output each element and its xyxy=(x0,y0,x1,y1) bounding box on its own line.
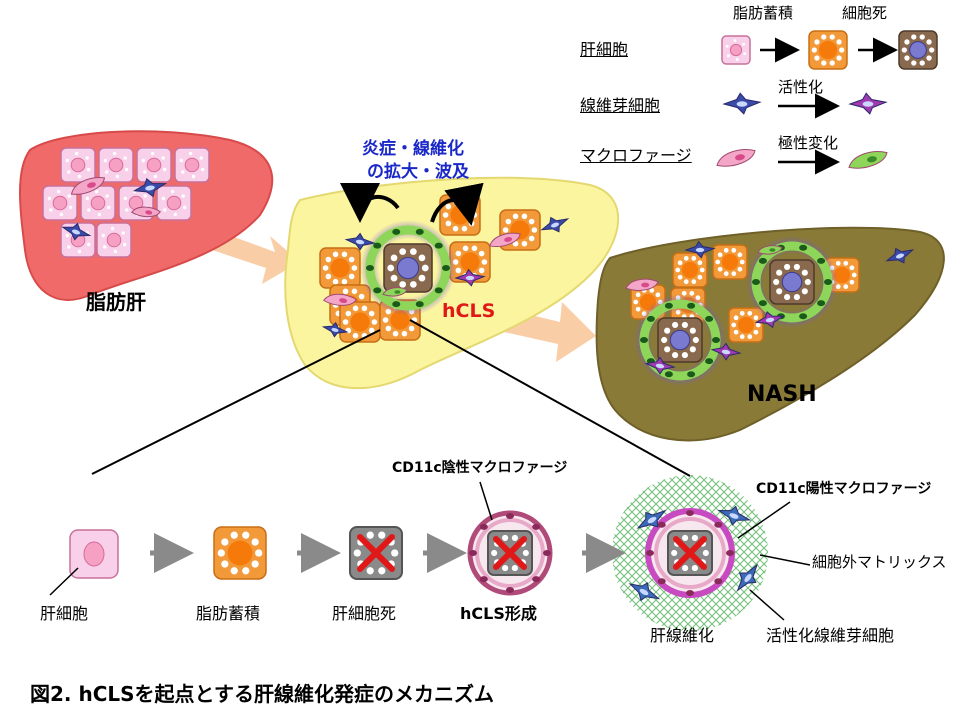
macrophage xyxy=(625,278,659,291)
dead-hepatocyte xyxy=(383,243,433,293)
fibroblast xyxy=(321,321,349,338)
fibroblast xyxy=(61,222,92,241)
cd11c-negative-label: CD11c陰性マクロファージ xyxy=(392,460,568,476)
fatty-hepatocyte xyxy=(213,526,267,580)
fatty-liver-hepatocytes xyxy=(42,147,210,258)
pointer-cd11c-neg xyxy=(479,481,493,521)
hepatocyte xyxy=(136,147,172,183)
dead-hepatocyte xyxy=(769,259,815,305)
macrophage xyxy=(848,151,888,169)
pointer-hepatocyte xyxy=(49,567,79,596)
step-death-label: 肝細胞死 xyxy=(332,604,397,623)
nash-label: NASH xyxy=(747,382,817,407)
zoom-line-left xyxy=(91,329,381,475)
macrophage xyxy=(322,293,357,306)
fatty-hepatocyte xyxy=(712,244,748,280)
progression-arrow-1 xyxy=(206,230,300,284)
hepatocyte xyxy=(721,35,751,65)
fibroblast xyxy=(722,92,762,115)
inflammation-label-1: 炎症・線維化 xyxy=(362,139,464,159)
nash-cells xyxy=(625,236,915,386)
hcls-label: hCLS xyxy=(442,300,496,322)
fatty-hepatocyte xyxy=(728,307,764,343)
hepatocyte xyxy=(42,185,78,221)
fatty-hepatocyte xyxy=(672,252,708,288)
pointer-ecm xyxy=(759,554,811,566)
mechanism-sequence xyxy=(69,475,768,631)
fatty-hepatocyte xyxy=(339,301,381,343)
macrophage xyxy=(716,149,756,167)
fatty-hepatocyte xyxy=(808,30,848,70)
macrophage xyxy=(757,245,783,255)
macrophage xyxy=(382,287,408,297)
fibroblast xyxy=(636,509,667,529)
legend-cell-death: 細胞死 xyxy=(842,4,888,22)
cd11c-positive-label: CD11c陽性マクロファージ xyxy=(756,481,932,497)
macrophage xyxy=(70,177,106,195)
legend-activation: 活性化 xyxy=(778,78,824,96)
hepatocyte xyxy=(60,147,96,183)
legend-macrophage: マクロファージ xyxy=(580,146,692,165)
step-fibrosis-label: 肝線維化 xyxy=(650,626,715,645)
pointer-cd11c-pos xyxy=(737,501,791,539)
fibroblast xyxy=(736,563,759,592)
legend-hepatocyte: 肝細胞 xyxy=(580,40,629,59)
dead-hepatocyte xyxy=(898,30,938,70)
fibroblast xyxy=(754,311,786,329)
step-fibrosis-cell xyxy=(612,475,768,631)
fibroblast xyxy=(454,268,486,287)
dead-hepatocyte xyxy=(657,317,703,363)
fibroblast xyxy=(344,232,376,251)
macrophage xyxy=(130,206,161,218)
spread-arrow-right xyxy=(430,182,484,226)
hepatocyte xyxy=(174,147,210,183)
fibroblast xyxy=(628,582,661,602)
step-hepatocyte-cell xyxy=(69,529,119,579)
step-hepatocyte-label: 肝細胞 xyxy=(40,604,89,623)
figure-caption: 図2. hCLSを起点とする肝線維化発症のメカニズム xyxy=(30,682,494,706)
legend-fibroblast: 線維芽細胞 xyxy=(580,96,661,115)
fatty-liver-label: 脂肪肝 xyxy=(86,290,146,314)
step-hcls-cell xyxy=(467,510,553,596)
fibroblast xyxy=(644,356,676,375)
fibroblast xyxy=(848,92,888,115)
fibroblast xyxy=(540,216,570,233)
fibroblast xyxy=(710,342,742,361)
fibroblast xyxy=(684,240,716,259)
pointer-fibroblast xyxy=(749,589,785,621)
hepatocyte xyxy=(96,222,132,258)
step-dead-cell xyxy=(349,526,403,580)
macrophage xyxy=(489,232,521,247)
fibroblast xyxy=(132,177,168,198)
fibroblast xyxy=(885,247,915,264)
zoom-line-right xyxy=(409,319,691,477)
spread-arrow-left xyxy=(340,182,400,223)
legend-fat-accumulation: 脂肪蓄積 xyxy=(733,4,794,22)
hepatocyte xyxy=(98,147,134,183)
ecm-label: 細胞外マトリックス xyxy=(812,553,947,571)
step-fat-label: 脂肪蓄積 xyxy=(196,604,261,623)
hepatocyte xyxy=(156,185,192,221)
step-hcls-label: hCLS形成 xyxy=(460,604,537,623)
legend-polarization: 極性変化 xyxy=(778,134,839,152)
fibroblast xyxy=(717,505,752,526)
step-activated-fibroblast-label: 活性化線維芽細胞 xyxy=(766,626,895,645)
legend xyxy=(716,30,938,175)
fatty-hepatocyte xyxy=(319,247,361,289)
inflammation-label-2: の拡大・波及 xyxy=(367,162,469,182)
